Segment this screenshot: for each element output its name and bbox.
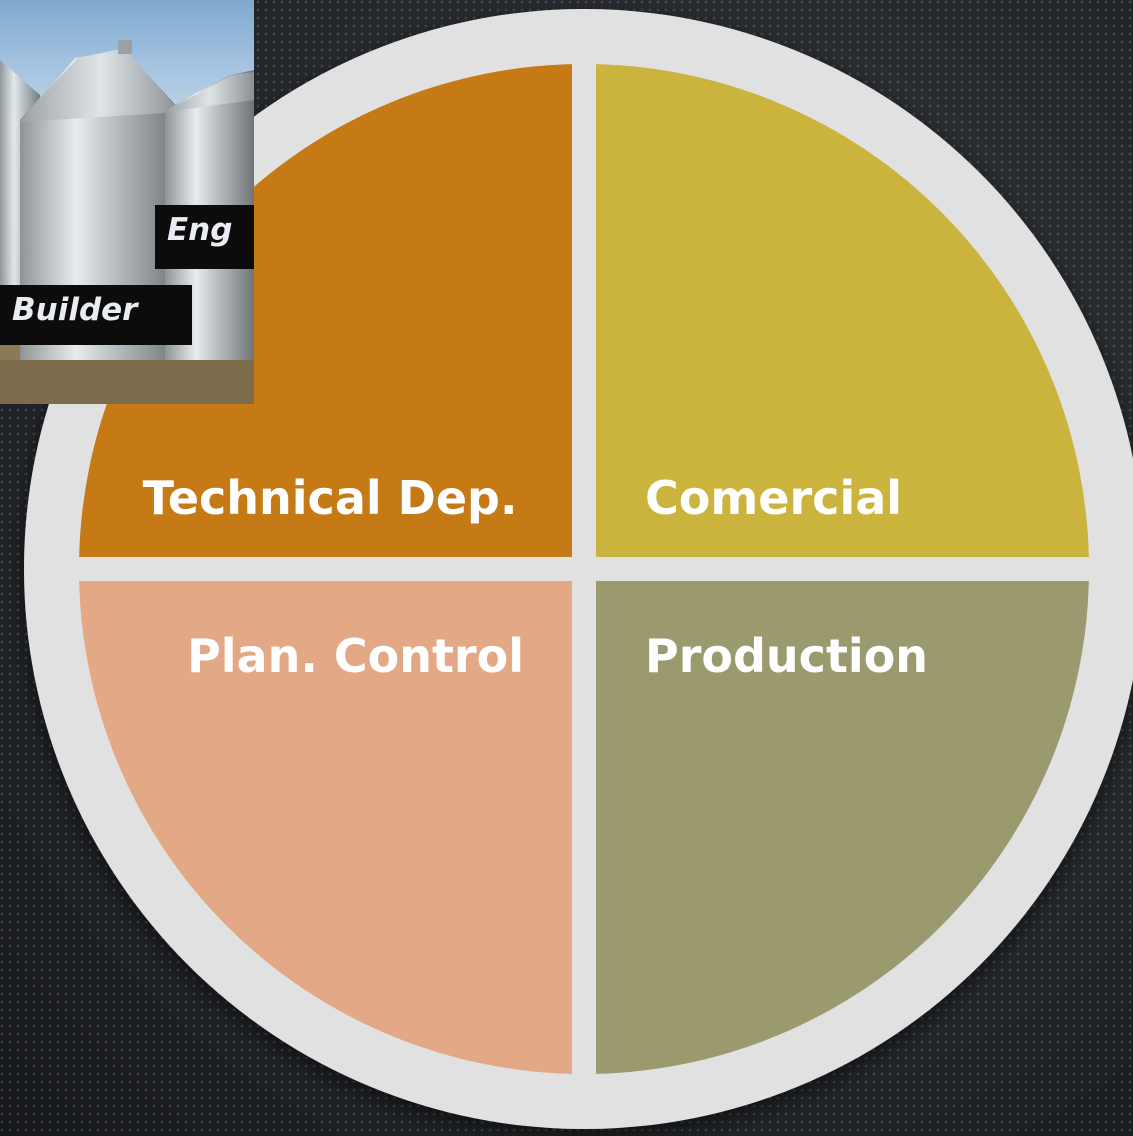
photo-tag-builder: Builder bbox=[0, 285, 192, 345]
label-comercial: Comercial bbox=[645, 471, 902, 525]
label-production: Production bbox=[645, 629, 928, 683]
label-technical: Technical Dep. bbox=[143, 471, 518, 525]
silo-illustration bbox=[0, 40, 254, 404]
silo-photo: Eng Builder bbox=[0, 0, 254, 404]
label-plan-control: Plan. Control bbox=[187, 629, 524, 683]
photo-tag-eng: Eng bbox=[155, 205, 254, 269]
